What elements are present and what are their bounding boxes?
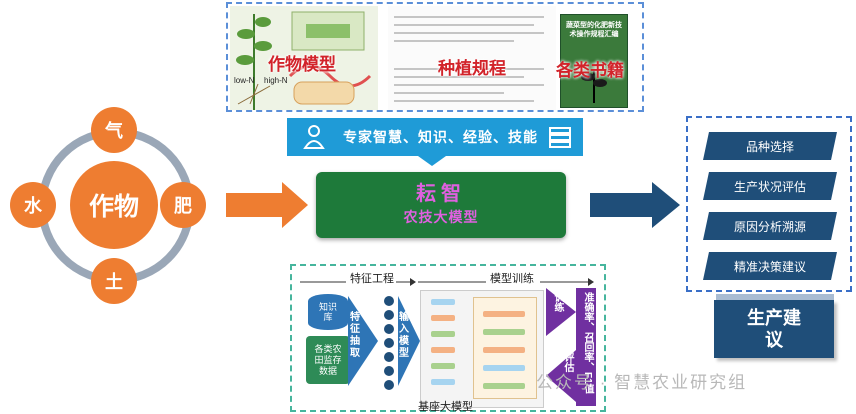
watermark: 公众号 · 智慧农业研究组 bbox=[536, 373, 748, 392]
variety-selection-item: 品种选择 bbox=[703, 132, 837, 160]
metrics-bar bbox=[576, 288, 596, 406]
expert-banner: 专家智慧、知识、经验、技能 bbox=[287, 118, 583, 156]
agri-model-box: 耘智 农技大模型 bbox=[316, 172, 566, 238]
crop-model-figure: low-N high-N bbox=[230, 6, 378, 110]
precise-decision-item: 精准决策建议 bbox=[703, 252, 837, 280]
input-triangle bbox=[398, 296, 420, 386]
advice-shade bbox=[716, 294, 834, 300]
crop-model-label: 作物模型 bbox=[268, 55, 336, 74]
transformer-diagram bbox=[420, 290, 544, 408]
model-title: 耘智 bbox=[416, 183, 466, 205]
train-eval-arrows bbox=[546, 288, 576, 402]
books-label: 各类书籍 bbox=[556, 61, 624, 80]
output-arrow bbox=[590, 182, 680, 228]
cause-analysis-item: 原因分析溯源 bbox=[703, 212, 837, 240]
base-model-footer: 基座大模型 bbox=[418, 401, 473, 413]
production-advice-text: 生产建议 bbox=[747, 308, 801, 350]
water-circle: 水 bbox=[10, 182, 56, 228]
feature-dot bbox=[384, 310, 394, 320]
planting-procedure-doc bbox=[388, 6, 556, 110]
input-model-label: 输入模型 bbox=[399, 312, 409, 359]
feature-extract-label: 特征抽取 bbox=[350, 312, 360, 359]
knowledge-base-cylinder: 知识库 bbox=[308, 294, 348, 330]
model-subtitle: 农技大模型 bbox=[403, 209, 479, 225]
banner-text: 专家智慧、知识、经验、技能 bbox=[343, 129, 538, 145]
person-icon bbox=[303, 125, 325, 149]
book-cover: 蔬菜型的化肥新技术操作规程汇编 bbox=[560, 14, 628, 108]
book-title: 蔬菜型的化肥新技术操作规程汇编 bbox=[566, 22, 622, 38]
feature-dot bbox=[384, 324, 394, 334]
crop-circle: 作物 bbox=[70, 161, 158, 249]
eval-label: 评估 bbox=[562, 352, 573, 372]
production-advice-box: 生产建议 bbox=[714, 300, 834, 358]
metrics-label: 准确率、召回率、F1值 bbox=[582, 292, 593, 394]
feature-dot bbox=[384, 352, 394, 362]
feature-dot bbox=[384, 338, 394, 348]
air-circle: 气 bbox=[91, 107, 137, 153]
feature-dot bbox=[384, 296, 394, 306]
feature-engineering-label: 特征工程 bbox=[350, 273, 394, 285]
planting-label: 种植规程 bbox=[438, 59, 506, 78]
decision-panel bbox=[686, 116, 852, 292]
feature-dot bbox=[384, 366, 394, 376]
stage-brackets bbox=[300, 278, 594, 286]
books-icon bbox=[549, 127, 571, 148]
train-label: 训练 bbox=[552, 292, 563, 312]
fertilizer-circle: 肥 bbox=[160, 182, 206, 228]
high-n-tag: high-N bbox=[264, 76, 288, 85]
model-training-label: 模型训练 bbox=[490, 273, 534, 285]
input-arrow bbox=[226, 182, 308, 228]
soil-circle: 土 bbox=[91, 258, 137, 304]
knowledge-sources-panel: low-N high-N 蔬菜型的化肥新技术操作规程汇编 作物模型 种植规程 各… bbox=[226, 2, 644, 112]
farm-data-box: 各类农田监存数据 bbox=[306, 336, 350, 384]
banner-pointer bbox=[418, 156, 446, 166]
extract-triangle bbox=[348, 296, 378, 386]
feature-dot bbox=[384, 380, 394, 390]
low-n-tag: low-N bbox=[234, 76, 255, 85]
production-assessment-item: 生产状况评估 bbox=[703, 172, 837, 200]
